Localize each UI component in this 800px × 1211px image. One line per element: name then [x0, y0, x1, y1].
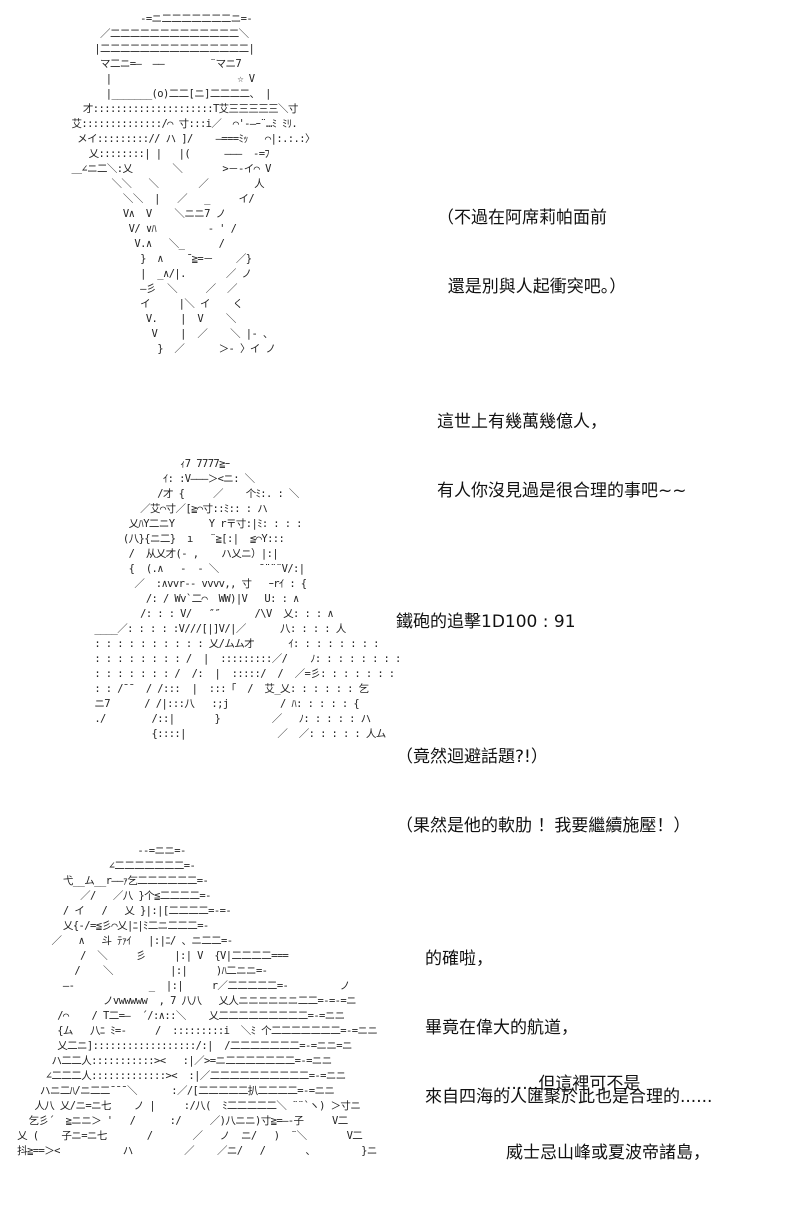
dialog-gap: [437, 345, 687, 365]
ascii-art-character-3: --=ニニ=- ∠二二二二二二二=- 弋__ム__r――ｧ乞二二二二二二=- ／…: [17, 845, 378, 1157]
dialog-line: 這世上有幾萬幾億人，: [437, 412, 607, 432]
dialog-panel-3-bottom: ......但這裡可不是 威士忌山峰或夏波帝諸島，: [506, 1027, 710, 1211]
dialog-line: 畢竟在偉大的航道，: [425, 1018, 578, 1038]
panel-1: -=ニ二二二二二二二ニ=- ／二二二二二二二二二二二二二＼ |二二二二二二二二二…: [0, 0, 800, 501]
panel-2: ｨ7 7777≧ｰ ｲ: :V―――＞<ニ: ＼ /才 { ／ 个ﾐ:. : ＼…: [0, 455, 800, 836]
ascii-art-character-2: ｨ7 7777≧ｰ ｲ: :V―――＞<ニ: ＼ /才 { ／ 个ﾐ:. : ＼…: [94, 458, 401, 740]
dialog-panel-2: 鐵砲的追擊1D100 : 91 （竟然迴避話題?!） （果然是他的軟肋 ！我要繼…: [396, 565, 690, 884]
dialog-gap: [396, 680, 690, 700]
dialog-line: （不過在阿席莉帕面前: [437, 208, 607, 228]
dialog-line: 威士忌山峰或夏波帝諸島，: [506, 1143, 710, 1163]
dialog-line: 還是別與人起衝突吧。）: [437, 277, 627, 297]
dialog-line: ......但這裡可不是: [506, 1074, 641, 1094]
ascii-art-character-1: -=ニ二二二二二二二ニ=- ／二二二二二二二二二二二二二＼ |二二二二二二二二二…: [71, 13, 315, 355]
dialog-panel-3-top: 的確啦， 畢竟在偉大的航道， 來自四海的人匯聚於此也是合理的......: [425, 902, 712, 1155]
dialog-line: （果然是他的軟肋 ！我要繼續施壓！）: [396, 816, 691, 836]
panel-3: --=ニニ=- ∠二二二二二二二=- 弋__ム__r――ｧ乞二二二二二二=- ／…: [0, 840, 800, 1195]
dialog-line: （竟然迴避話題?!）: [396, 747, 548, 767]
dialog-line: 的確啦，: [425, 949, 493, 969]
dialog-line: 有人你沒見過是很合理的事吧~~: [437, 481, 687, 501]
dialog-line: 鐵砲的追擊1D100 : 91: [396, 612, 576, 632]
dialog-panel-1: （不過在阿席莉帕面前 還是別與人起衝突吧。） 這世上有幾萬幾億人， 有人你沒見過…: [437, 161, 687, 549]
dialog-line: 來自四海的人匯聚於此也是合理的......: [425, 1087, 713, 1107]
